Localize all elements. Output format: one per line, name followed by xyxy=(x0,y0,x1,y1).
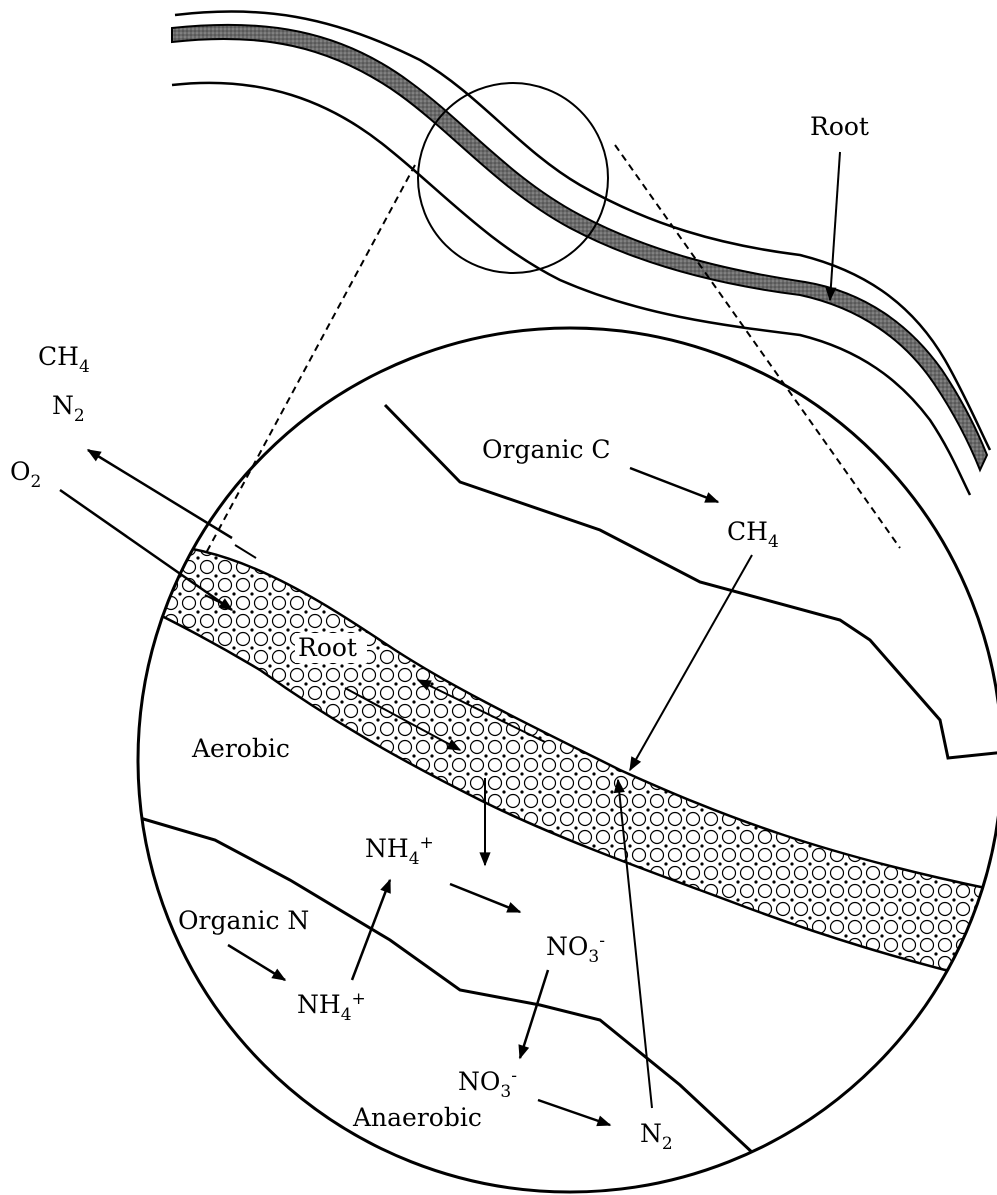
no3-lower-superscript: - xyxy=(511,1066,517,1086)
overview-root-pointer-arrow xyxy=(830,152,840,300)
organic-c-label: Organic C xyxy=(482,435,611,464)
gas-out-ch4-base: CH xyxy=(38,342,79,371)
organic-c-to-ch4-arrow xyxy=(630,468,718,502)
magnified-inset: Root Aerobic Anaerobic Organic C CH4 Org… xyxy=(10,328,997,1192)
n2-produced-label: N2 xyxy=(640,1119,673,1154)
gas-out-ch4-subscript: 4 xyxy=(79,357,90,377)
no3-upper-label: NO3- xyxy=(546,931,605,967)
inset-root-label: Root xyxy=(298,633,357,662)
n2-subscript: 2 xyxy=(662,1134,673,1154)
gas-out-n2-base: N xyxy=(52,391,74,420)
gas-in-o2-base: O xyxy=(10,457,31,486)
ch4-subscript: 4 xyxy=(768,532,779,552)
zone-label-aerobic: Aerobic xyxy=(191,734,290,763)
nh4-upper-base: NH xyxy=(365,834,409,863)
ch4-produced-label: CH4 xyxy=(727,517,779,552)
overview-root-label: Root xyxy=(810,112,869,141)
no3-lower-subscript: 3 xyxy=(500,1082,511,1102)
zone-label-anaerobic: Anaerobic xyxy=(352,1103,482,1132)
gas-out-n2-subscript: 2 xyxy=(74,406,85,426)
overview-root: Root xyxy=(172,11,990,495)
nh4-upward-arrow xyxy=(352,880,390,980)
n2-base: N xyxy=(640,1119,662,1148)
gas-out-ch4-label: CH4 xyxy=(38,342,90,377)
nitrate-diffusion-arrow xyxy=(520,970,548,1058)
ch4-base: CH xyxy=(727,517,768,546)
no3-upper-subscript: 3 xyxy=(588,947,599,967)
nh4-upper-label: NH4+ xyxy=(365,833,434,869)
no3-upper-superscript: - xyxy=(599,931,605,951)
denitrification-arrow xyxy=(538,1100,610,1125)
ch4-into-root-arrow xyxy=(630,555,752,770)
no3-upper-base: NO xyxy=(546,932,588,961)
nh4-lower-superscript: + xyxy=(352,989,366,1009)
overview-root-core xyxy=(172,25,987,470)
organic-n-to-nh4-arrow xyxy=(228,945,285,980)
gas-in-o2-label: O2 xyxy=(10,457,41,492)
gas-out-inner-arrow xyxy=(235,545,256,558)
nh4-lower-subscript: 4 xyxy=(341,1005,352,1025)
o2-in-arrow xyxy=(60,490,232,610)
organic-n-label: Organic N xyxy=(178,906,309,935)
gas-in-o2-subscript: 2 xyxy=(31,472,42,492)
no3-lower-base: NO xyxy=(458,1067,500,1096)
zoom-guide-left xyxy=(205,165,415,555)
no3-lower-label: NO3- xyxy=(458,1066,517,1102)
gas-out-n2-label: N2 xyxy=(52,391,85,426)
nh4-lower-label: NH4+ xyxy=(297,989,366,1025)
zoom-guide-right xyxy=(615,145,900,548)
nh4-upper-subscript: 4 xyxy=(409,849,420,869)
nitrification-arrow xyxy=(450,884,520,912)
nh4-lower-base: NH xyxy=(297,990,341,1019)
nh4-upper-superscript: + xyxy=(420,833,434,853)
